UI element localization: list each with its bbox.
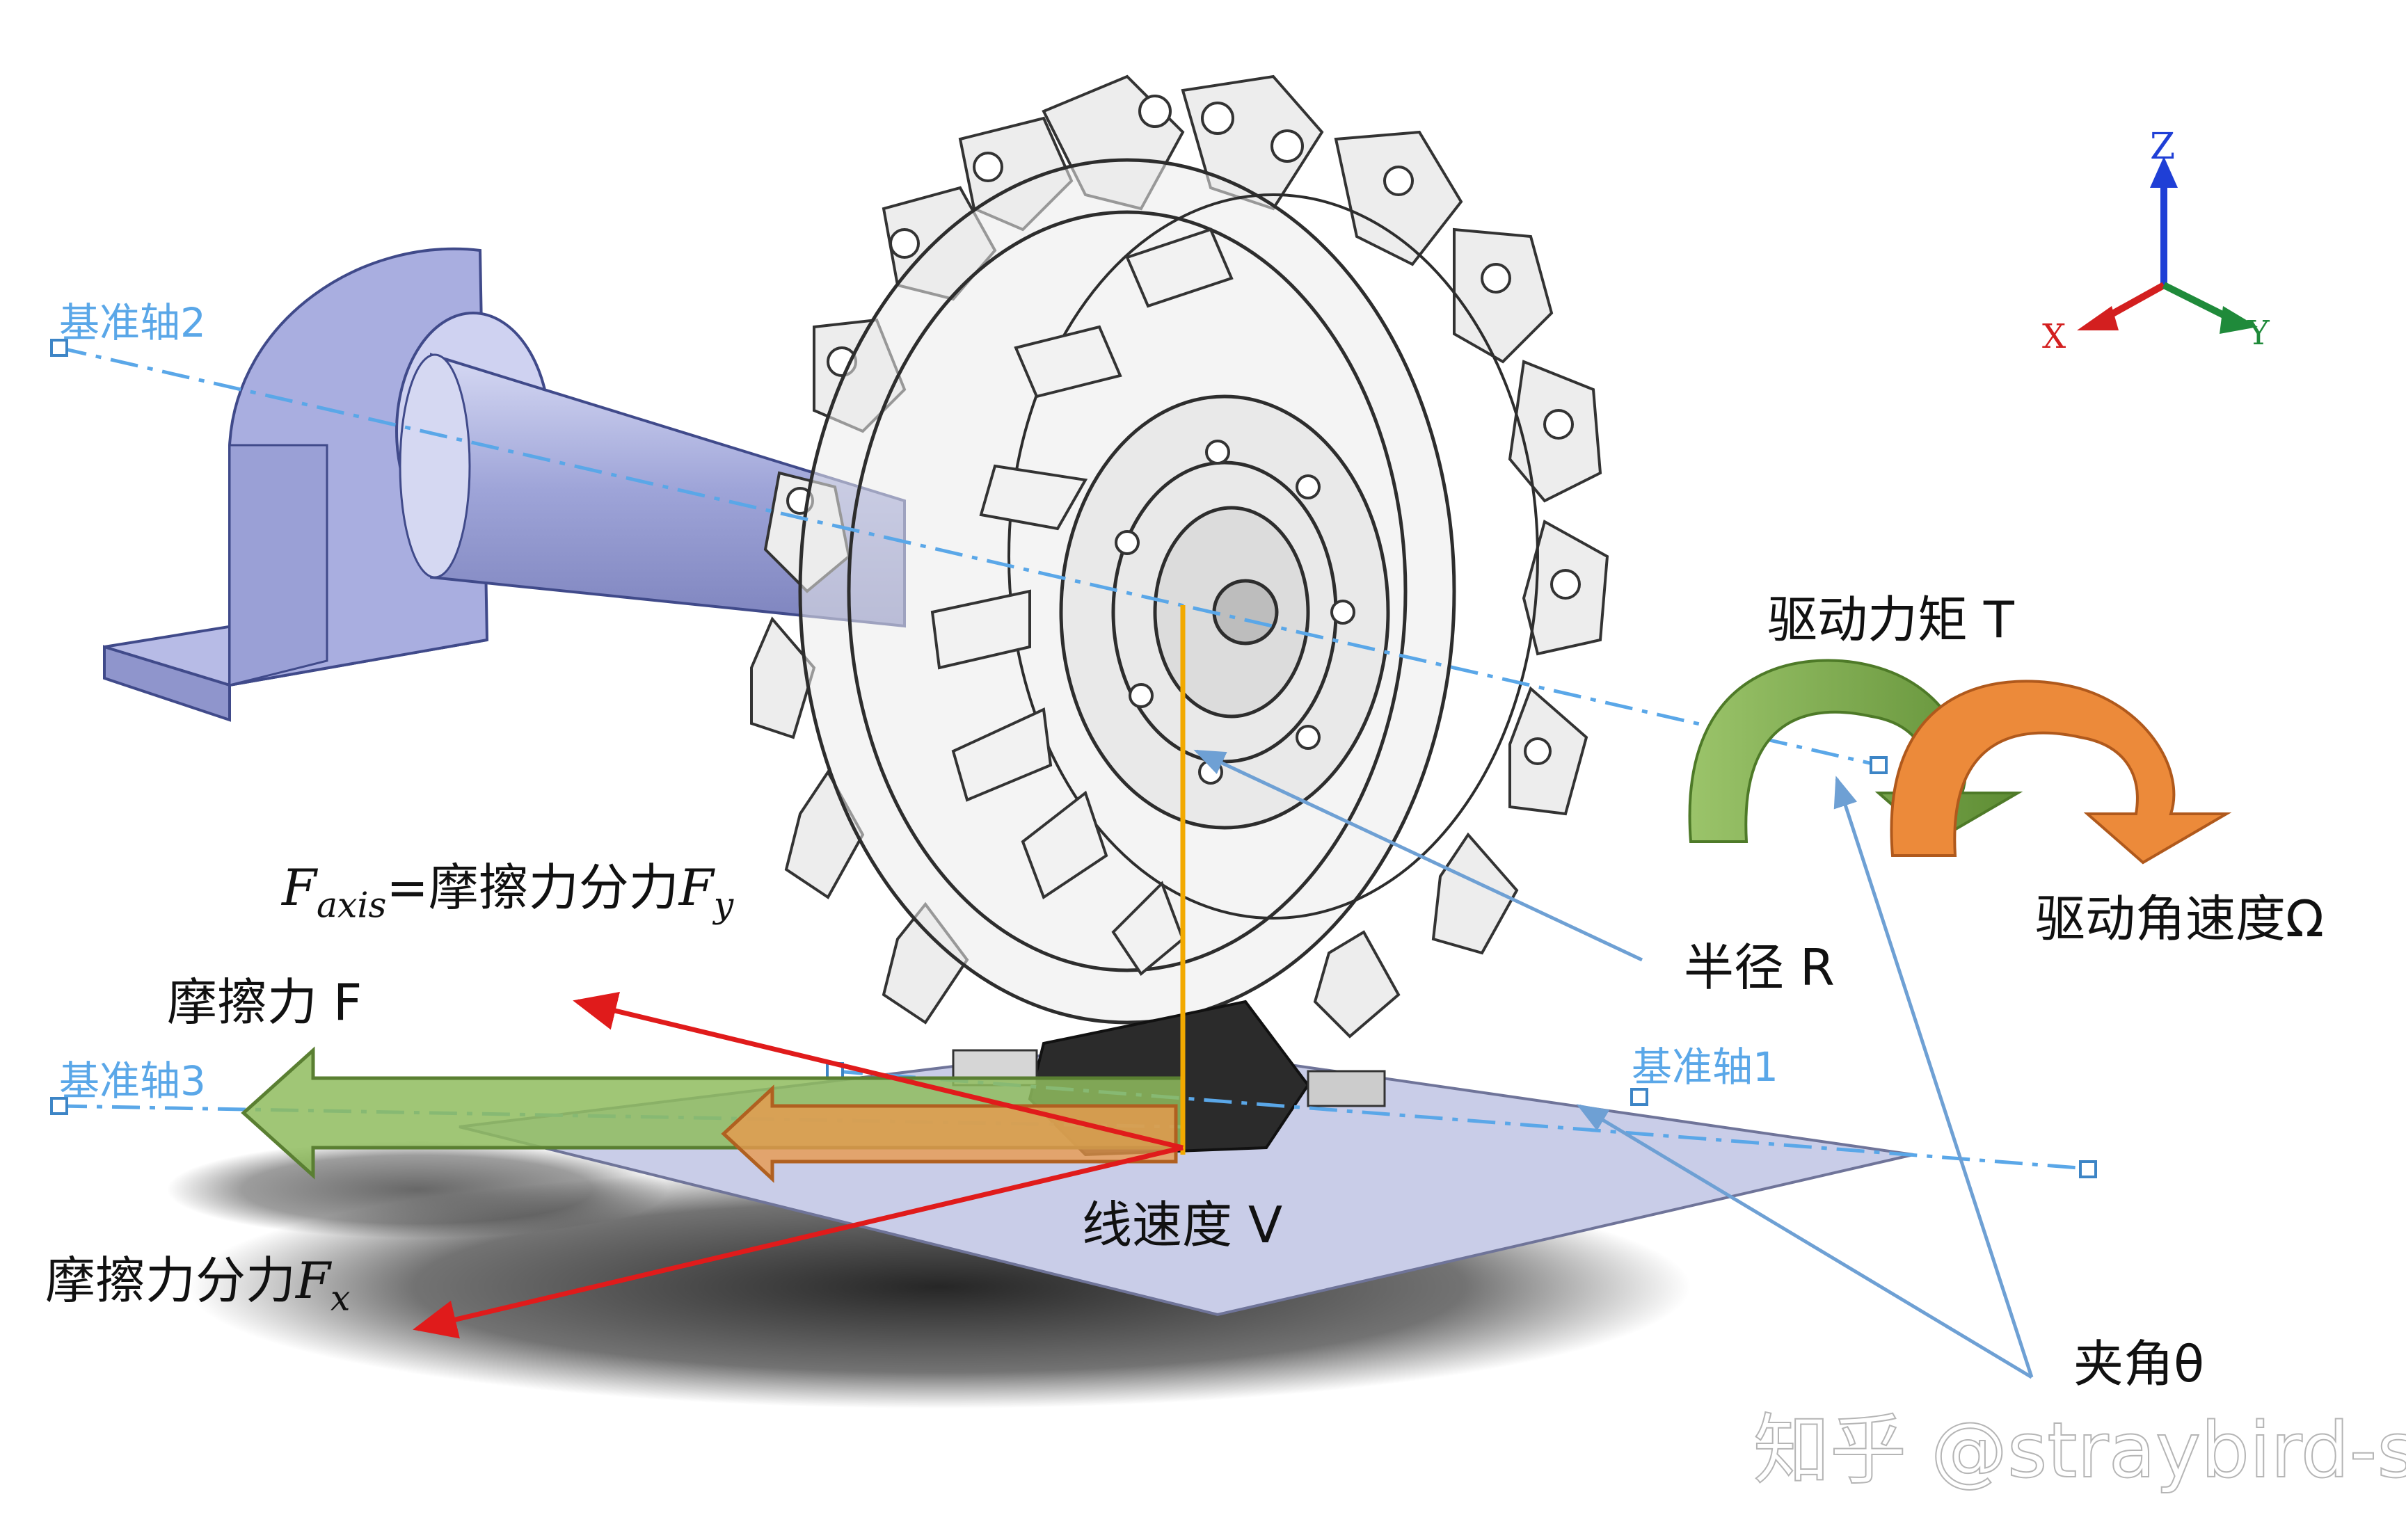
f-y-sub: y	[713, 884, 734, 926]
drive-angular-velocity-label: 驱动角速度Ω	[2035, 890, 2325, 948]
wheel-brackets	[930, 227, 1234, 976]
angular-velocity-arrow	[1890, 680, 2232, 865]
linear-velocity-label: 线速度 V	[1082, 1196, 1283, 1254]
f-y-var: F	[678, 858, 714, 917]
datum-axis-1-label: 基准轴1	[1632, 1043, 1778, 1091]
datum-axis-2-line	[58, 346, 1879, 767]
datum-axis-3-label: 基准轴3	[59, 1057, 206, 1105]
f-axis-sub: axis	[316, 884, 387, 926]
triad-y-label: Y	[2247, 314, 2270, 353]
triad-x-label: X	[2042, 317, 2066, 356]
friction-x-var: F	[296, 1251, 330, 1310]
friction-arrow	[573, 991, 1184, 1150]
leader-lines	[1193, 749, 2034, 1379]
roller-holes	[786, 95, 1581, 765]
datum-axis-1-line	[834, 1069, 2088, 1171]
drive-torque-label: 驱动力矩 T	[1767, 591, 2014, 649]
datum-endpoints	[50, 339, 2097, 1178]
friction-x-label: 摩擦力分力Fx	[45, 1256, 350, 1316]
f-axis-mid: =摩擦力分力	[386, 858, 679, 917]
friction-x-sub: x	[330, 1277, 351, 1319]
watermark: 知乎 @straybird-s	[1753, 1406, 2406, 1495]
angle-label: 夹角θ	[2073, 1335, 2205, 1393]
ground-shadow-left	[167, 1141, 668, 1238]
friction-x-arrow	[413, 1145, 1184, 1339]
hub-holes	[1115, 440, 1355, 785]
f-axis-var: F	[282, 858, 317, 917]
f-axis-label: Faxis=摩擦力分力Fy	[282, 863, 733, 923]
coordinate-triad	[2077, 157, 2258, 334]
friction-label: 摩擦力 F	[167, 973, 363, 1032]
friction-x-text: 摩擦力分力	[45, 1251, 296, 1310]
radius-label: 半径 R	[1684, 938, 1835, 997]
datum-axis-2-label: 基准轴2	[59, 299, 206, 346]
orange-velocity-arrow	[721, 1084, 1178, 1183]
triad-z-label: Z	[2150, 126, 2176, 168]
